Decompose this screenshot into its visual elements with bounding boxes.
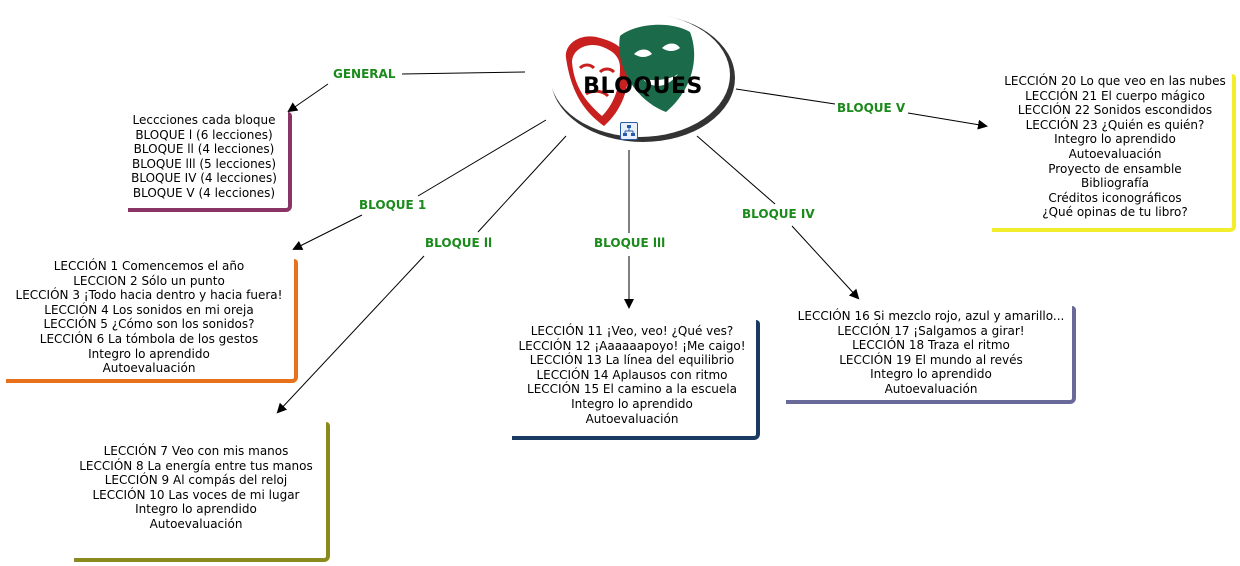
node-line: Autoevaluación — [66, 517, 326, 532]
node-line: Leccciones cada bloque — [120, 113, 288, 128]
node-line: BLOQUE V (4 lecciones) — [120, 186, 288, 201]
node-bloque3[interactable]: LECCIÓN 11 ¡Veo, veo! ¿Qué ves? LECCIÓN … — [508, 320, 756, 440]
node-bloque2[interactable]: LECCIÓN 7 Veo con mis manos LECCIÓN 8 La… — [66, 422, 326, 560]
edge-label-bloque5: BLOQUE V — [837, 101, 905, 115]
node-line: LECCIÓN 6 La tómbola de los gestos — [4, 332, 294, 347]
node-line: Integro lo aprendido — [66, 502, 326, 517]
edge-bloque2-b — [278, 256, 424, 412]
node-line: ¿Qué opinas de tu libro? — [992, 205, 1238, 220]
node-bloque4[interactable]: LECCIÓN 16 Si mezclo rojo, azul y amaril… — [786, 306, 1076, 404]
node-line: Integro lo aprendido — [4, 347, 294, 362]
node-line: LECCIÓN 15 El camino a la escuela — [508, 382, 756, 397]
central-title: BLOQUES — [548, 74, 738, 99]
node-line: LECCIÓN 17 ¡Salgamos a girar! — [786, 324, 1076, 339]
edge-label-bloque3: BLOQUE lll — [594, 236, 665, 250]
node-line: Créditos iconográficos — [992, 191, 1238, 206]
node-line: Autoevaluación — [4, 361, 294, 376]
node-line: LECCIÓN 20 Lo que veo en las nubes — [992, 74, 1238, 89]
edge-bloque5-a — [736, 89, 835, 104]
node-line: LECCIÓN 8 La energía entre tus manos — [66, 459, 326, 474]
node-line: Autoevaluación — [992, 147, 1238, 162]
edge-general-a — [402, 72, 525, 74]
edge-label-bloque1: BLOQUE 1 — [359, 198, 426, 212]
node-line: LECCIÓN 5 ¿Cómo son los sonidos? — [4, 317, 294, 332]
concept-map-glyph — [621, 123, 637, 139]
node-line: LECCIÓN 14 Aplausos con ritmo — [508, 368, 756, 383]
central-topic[interactable]: BLOQUES — [548, 14, 738, 150]
node-line: LECCION 2 Sólo un punto — [4, 274, 294, 289]
edge-bloque4-b — [792, 226, 858, 298]
node-line: Autoevaluación — [786, 382, 1076, 397]
node-line: LECCIÓN 23 ¿Quién es quién? — [992, 118, 1238, 133]
node-general[interactable]: Leccciones cada bloque BLOQUE l (6 lecci… — [120, 112, 288, 208]
edge-bloque1-b — [294, 215, 362, 249]
edge-label-bloque2: BLOQUE ll — [425, 236, 492, 250]
edge-label-bloque4: BLOQUE IV — [742, 207, 815, 221]
node-line: LECCIÓN 7 Veo con mis manos — [66, 444, 326, 459]
node-bloque1[interactable]: LECCIÓN 1 Comencemos el año LECCION 2 Só… — [4, 259, 294, 383]
node-line: LECCIÓN 21 El cuerpo mágico — [992, 89, 1238, 104]
edge-bloque1-a — [418, 120, 546, 196]
node-line: Integro lo aprendido — [992, 132, 1238, 147]
node-line: Autoevaluación — [508, 412, 756, 427]
node-line: BLOQUE ll (4 lecciones) — [120, 142, 288, 157]
node-line: LECCIÓN 19 El mundo al revés — [786, 353, 1076, 368]
node-line: LECCIÓN 11 ¡Veo, veo! ¿Qué ves? — [508, 324, 756, 339]
node-line: LECCIÓN 12 ¡Aaaaaapoyo! ¡Me caigo! — [508, 339, 756, 354]
node-bloque5[interactable]: LECCIÓN 20 Lo que veo en las nubes LECCI… — [992, 74, 1238, 232]
node-line: Proyecto de ensamble — [992, 162, 1238, 177]
node-line: LECCIÓN 1 Comencemos el año — [4, 259, 294, 274]
concept-map-icon[interactable] — [620, 122, 638, 140]
node-line: LECCIÓN 10 Las voces de mi lugar — [66, 488, 326, 503]
node-line: LECCIÓN 13 La línea del equilibrio — [508, 353, 756, 368]
node-line: LECCIÓN 22 Sonidos escondidos — [992, 103, 1238, 118]
node-line: Integro lo aprendido — [786, 367, 1076, 382]
node-line: BLOQUE lll (5 lecciones) — [120, 157, 288, 172]
node-line: LECCIÓN 9 Al compás del reloj — [66, 473, 326, 488]
node-line: LECCIÓN 4 Los sonidos en mi oreja — [4, 303, 294, 318]
node-line: BLOQUE l (6 lecciones) — [120, 128, 288, 143]
edge-bloque2-a — [478, 136, 566, 232]
edge-bloque5-b — [908, 113, 986, 126]
node-line: Bibliografía — [992, 176, 1238, 191]
node-line: BLOQUE IV (4 lecciones) — [120, 171, 288, 186]
node-line: Integro lo aprendido — [508, 397, 756, 412]
edge-general-b — [289, 84, 328, 111]
edge-label-general: GENERAL — [333, 67, 395, 81]
node-line: LECCIÓN 18 Traza el ritmo — [786, 338, 1076, 353]
node-line: LECCIÓN 16 Si mezclo rojo, azul y amaril… — [786, 309, 1076, 324]
node-line: LECCIÓN 3 ¡Todo hacia dentro y hacia fue… — [4, 288, 294, 303]
theater-masks-icon — [560, 18, 710, 128]
